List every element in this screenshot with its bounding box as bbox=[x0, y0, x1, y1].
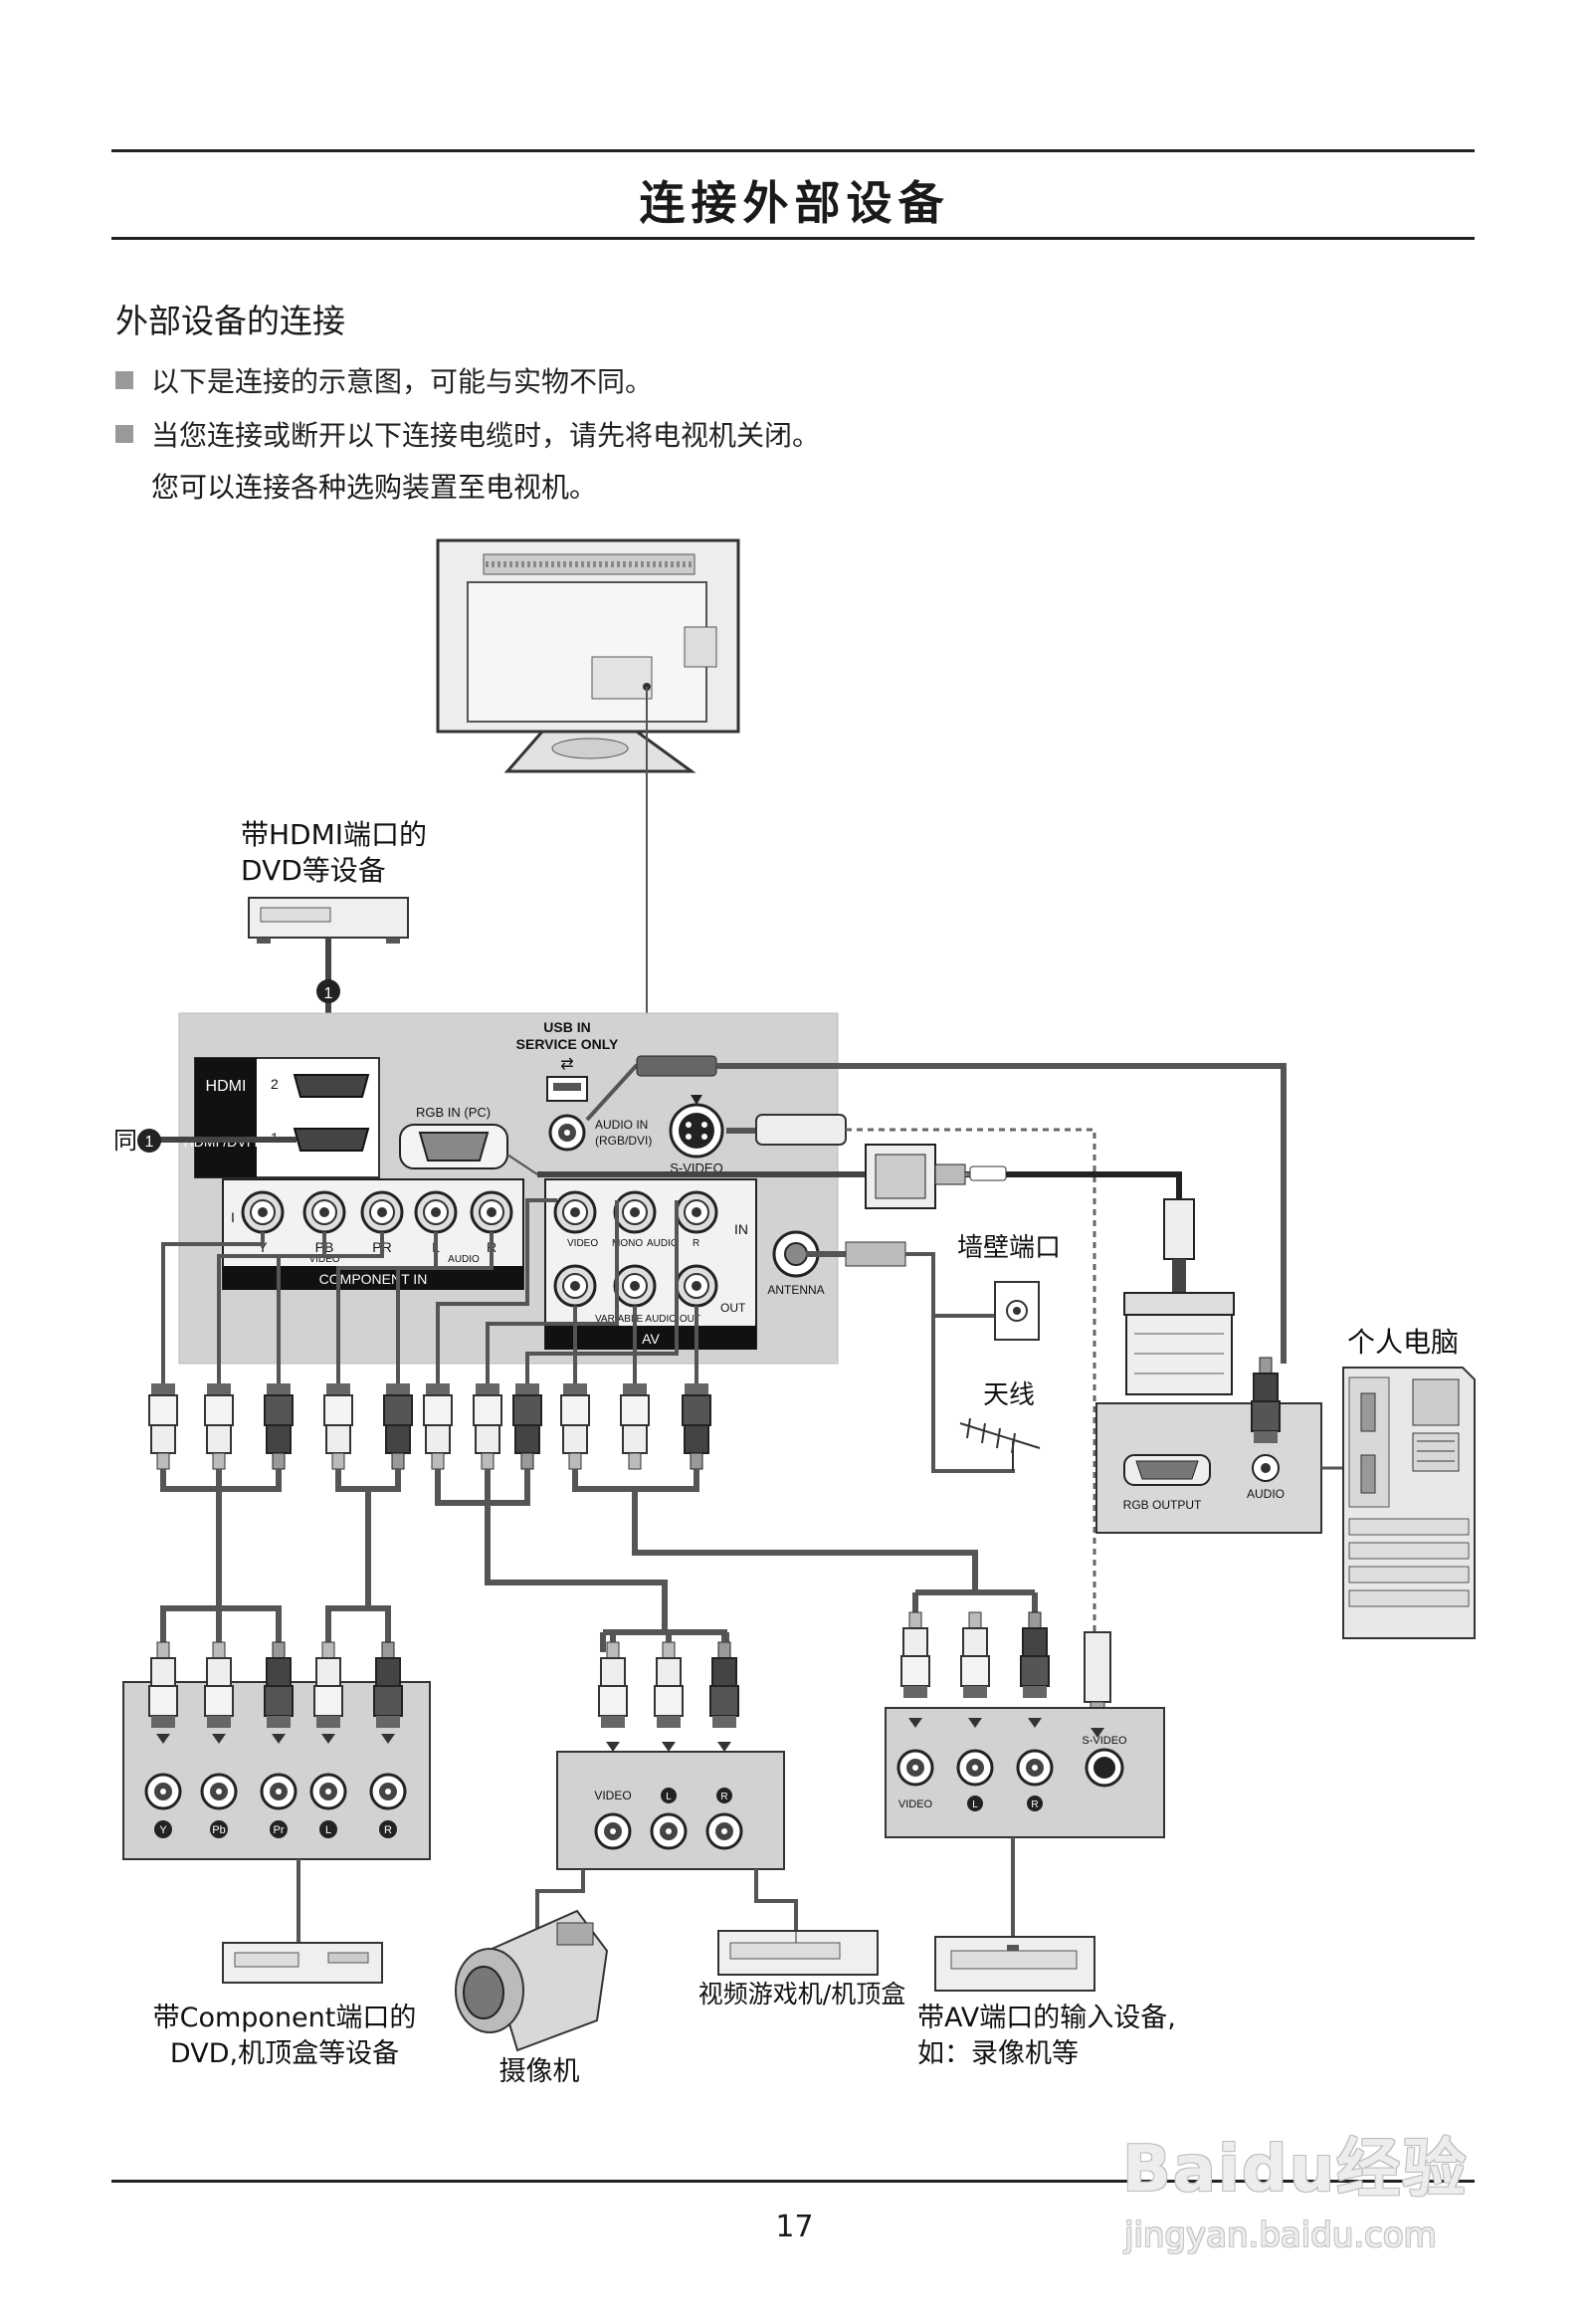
game-console-icon bbox=[717, 1930, 879, 1976]
top-rule bbox=[111, 149, 1475, 152]
page-number: 17 bbox=[775, 2210, 814, 2244]
hdmi-device-label: 带HDMI端口的 bbox=[241, 818, 427, 851]
vga-plug-icon bbox=[1123, 1198, 1235, 1395]
vcr-icon bbox=[934, 1936, 1095, 1992]
component-port-label: Pb bbox=[212, 1824, 225, 1836]
camcorder-label: 摄像机 bbox=[499, 2056, 580, 2087]
wall-outlet-label: 墙壁端口 bbox=[957, 1233, 1061, 1263]
s-video-plug-icon bbox=[1084, 1631, 1111, 1721]
port-i-label: I bbox=[231, 1209, 235, 1225]
dvd-player-icon bbox=[248, 897, 409, 944]
watermark-logo: Baidu经验 bbox=[1122, 2133, 1469, 2207]
marker-1-icon bbox=[137, 1129, 161, 1153]
bullet-text: 以下是连接的示意图，可能与实物不同。 bbox=[151, 365, 654, 398]
cam-video-label: VIDEO bbox=[594, 1789, 631, 1802]
usb-label: USB IN bbox=[543, 1019, 590, 1035]
component-port-label: Y bbox=[258, 1239, 268, 1255]
bullet-item: 以下是连接的示意图，可能与实物不同。 bbox=[115, 360, 653, 400]
bullet-item: 当您连接或断开以下连接电缆时，请先将电视机关闭。 bbox=[115, 414, 820, 454]
cam-port-label: R bbox=[720, 1792, 727, 1802]
dvd-player-icon bbox=[222, 1942, 383, 1984]
audio-in-label: (RGB/DVI) bbox=[595, 1134, 652, 1148]
watermark-url: jingyan.baidu.com bbox=[1124, 2216, 1437, 2255]
body-text: 您可以连接各种选购装置至电视机。 bbox=[151, 471, 598, 504]
pc-audio-label: AUDIO bbox=[1247, 1487, 1285, 1501]
pc-tower-icon bbox=[1342, 1367, 1476, 1639]
audio-in-label: AUDIO IN bbox=[595, 1118, 648, 1132]
component-port-label: Pr bbox=[274, 1824, 285, 1836]
section-subtitle: 外部设备的连接 bbox=[115, 302, 345, 340]
component-device-label: 带Component端口的 bbox=[153, 2003, 417, 2033]
av-in-label: IN bbox=[734, 1221, 748, 1237]
av-device-port-label: VIDEO bbox=[898, 1798, 933, 1810]
pc-label: 个人电脑 bbox=[1347, 1326, 1459, 1359]
av-svideo-label: S-VIDEO bbox=[1082, 1735, 1127, 1747]
title-rule bbox=[111, 237, 1475, 240]
component-port-label: R bbox=[384, 1824, 392, 1836]
hdmi-device-label: DVD等设备 bbox=[241, 854, 386, 887]
square-bullet-icon bbox=[115, 371, 133, 389]
av-out-label: OUT bbox=[720, 1301, 746, 1315]
antenna-jack-label: ANTENNA bbox=[767, 1283, 824, 1297]
bullet-text: 当您连接或断开以下连接电缆时，请先将电视机关闭。 bbox=[151, 419, 821, 452]
av-label: AV bbox=[642, 1331, 660, 1347]
component-in-label: COMPONENT IN bbox=[319, 1271, 428, 1287]
av-device-label: 带AV端口的输入设备, bbox=[917, 2003, 1176, 2033]
av-port-label: AUDIO bbox=[647, 1238, 679, 1249]
same-as-label: 同 bbox=[113, 1127, 137, 1155]
rgb-in-label: RGB IN (PC) bbox=[416, 1105, 491, 1120]
marker-number: 1 bbox=[145, 1134, 154, 1151]
marker-number: 1 bbox=[324, 985, 333, 1002]
antenna-icon bbox=[959, 1417, 1041, 1471]
hdmi-port-number: 2 bbox=[271, 1076, 279, 1092]
wall-outlet-icon bbox=[994, 1281, 1040, 1341]
tv-back-illustration bbox=[436, 538, 740, 773]
component-audio-label: AUDIO bbox=[448, 1254, 480, 1265]
camcorder-icon bbox=[455, 1909, 609, 2052]
antenna-label: 天线 bbox=[983, 1380, 1035, 1410]
av-device-port-label: R bbox=[1031, 1799, 1038, 1810]
component-device-label: DVD,机顶盒等设备 bbox=[170, 2038, 399, 2069]
footer-rule bbox=[111, 2180, 1475, 2183]
av-device-label: 如：录像机等 bbox=[917, 2038, 1079, 2069]
av-port-label: VIDEO bbox=[567, 1238, 598, 1249]
av-port-label: R bbox=[693, 1238, 699, 1249]
component-port-label: Y bbox=[159, 1824, 167, 1836]
game-console-label: 视频游戏机/机顶盒 bbox=[698, 1980, 905, 2008]
component-video-label: VIDEO bbox=[308, 1254, 339, 1265]
av-port-label: MONO bbox=[612, 1238, 643, 1249]
marker-1-icon bbox=[316, 979, 340, 1003]
square-bullet-icon bbox=[115, 425, 133, 443]
usb-icon: ⇄ bbox=[560, 1056, 573, 1073]
av-device-port-label: L bbox=[972, 1799, 978, 1810]
hdmi-label: HDMI bbox=[206, 1078, 247, 1095]
cam-port-label: L bbox=[666, 1792, 672, 1802]
variable-audio-out-label: VARIABLE AUDIO OUT bbox=[595, 1314, 700, 1325]
usb-label: SERVICE ONLY bbox=[516, 1036, 619, 1052]
page-title: 连接外部设备 bbox=[639, 176, 950, 230]
rgb-output-label: RGB OUTPUT bbox=[1123, 1498, 1202, 1512]
component-port-label: L bbox=[325, 1824, 331, 1836]
